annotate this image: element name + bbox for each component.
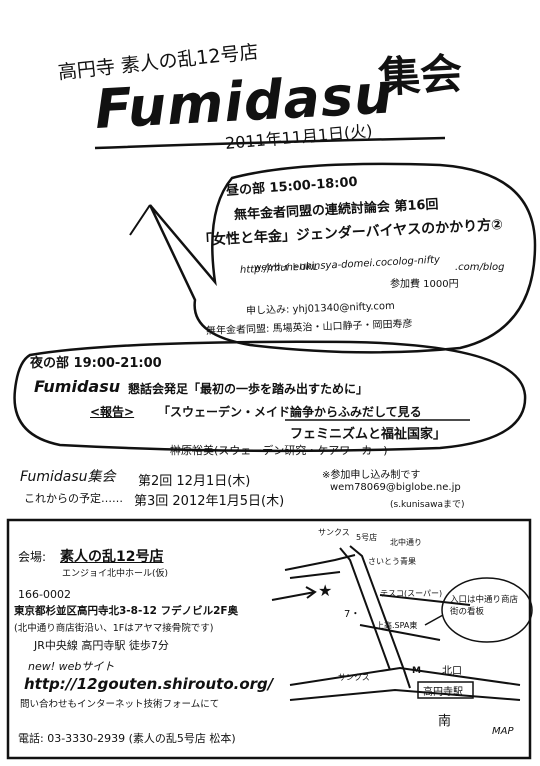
schedule-heading: Fumidasu集会 (20, 469, 116, 485)
zip-code: 166-0002 (18, 588, 71, 601)
title-ja: 集会 (376, 48, 464, 103)
map-label-sankus-2: サンクス (338, 673, 370, 682)
map-label-tesco: テスコ(スーパー) (380, 589, 443, 598)
report-tag: <報告> (90, 405, 135, 419)
day-fee: 参加費 1000円 (390, 279, 459, 290)
night-org: Fumidasu (34, 377, 121, 396)
title-underline (94, 136, 446, 150)
map-label-sankus: サンクス (318, 528, 350, 537)
access: JR中央線 高円寺駅 徒歩7分 (34, 639, 169, 652)
schedule-note-2: wem78069@biglobe.ne.jp (330, 482, 461, 493)
schedule-note-3: (s.kunisawaまで) (390, 500, 465, 510)
report-line2: フェミニズムと福祉国家」 (290, 427, 447, 442)
map-label-shimotaka: 上高.SPA東 (376, 621, 418, 630)
night-event: 懇話会発足「最初の一歩を踏み出すために」 (128, 382, 369, 396)
website-link[interactable]: http://12gouten.shirouto.org/ (24, 675, 274, 693)
map-roads (284, 545, 521, 701)
map-label-m: M (412, 666, 421, 676)
entrance-bubble (441, 577, 533, 643)
schedule-subheading: これからの予定…… (24, 492, 123, 505)
day-url-line2: .com/blog (455, 262, 505, 273)
map-label-saitou: さいとう青果 (368, 557, 416, 566)
venue-name: 素人の乱12号店 (60, 549, 164, 565)
schedule-note-1: ※参加申し込み制です (322, 470, 421, 481)
night-bubble (13, 340, 527, 453)
web-label: webサイトURL (254, 263, 318, 273)
night-session-label: 夜の部 19:00-21:00 (30, 356, 162, 371)
venue-box-border (6, 518, 532, 760)
venue-star-icon: ★ (318, 581, 332, 600)
night-speaker: 榊原裕美(スウェーデン研究・ケアワーカー) (170, 444, 388, 457)
venue-label: 会場: (18, 550, 47, 564)
map-label-entrance: 入口は中通り商店街の看板 (450, 595, 519, 617)
new-web-label: new! webサイト (28, 660, 115, 673)
map-label-5gouten: 5号店 (356, 533, 378, 542)
phone: 電話: 03-3330-2939 (素人の乱5号店 松本) (18, 732, 236, 745)
map-label-kitaguchi: 北口 (442, 666, 462, 677)
map-label-station: 高円寺駅 (423, 687, 463, 698)
map-label-map: MAP (492, 726, 514, 737)
day-bubble (148, 162, 537, 354)
schedule-item-3: 第3回 2012年1月5日(木) (134, 494, 285, 509)
schedule-item-2: 第2回 12月1日(木) (138, 474, 251, 489)
report-line1: 「スウェーデン・メイド論争からふみだして見る (158, 405, 422, 419)
address-note: (北中通り商店街沿い、1Fはアヤマ接骨院です) (14, 623, 214, 634)
map-label-kitanaka: 北中通り (390, 538, 422, 547)
address: 東京都杉並区高円寺北3-8-12 フデノビル2F奥 (14, 605, 239, 617)
map-label-minami: 南 (438, 714, 452, 729)
map-label-seven: 7・ (344, 609, 361, 620)
inquiry-note: 問い合わせもインターネット技術フォームにて (20, 699, 220, 710)
venue-sub: エンジョイ北中ホール(仮) (62, 569, 169, 579)
